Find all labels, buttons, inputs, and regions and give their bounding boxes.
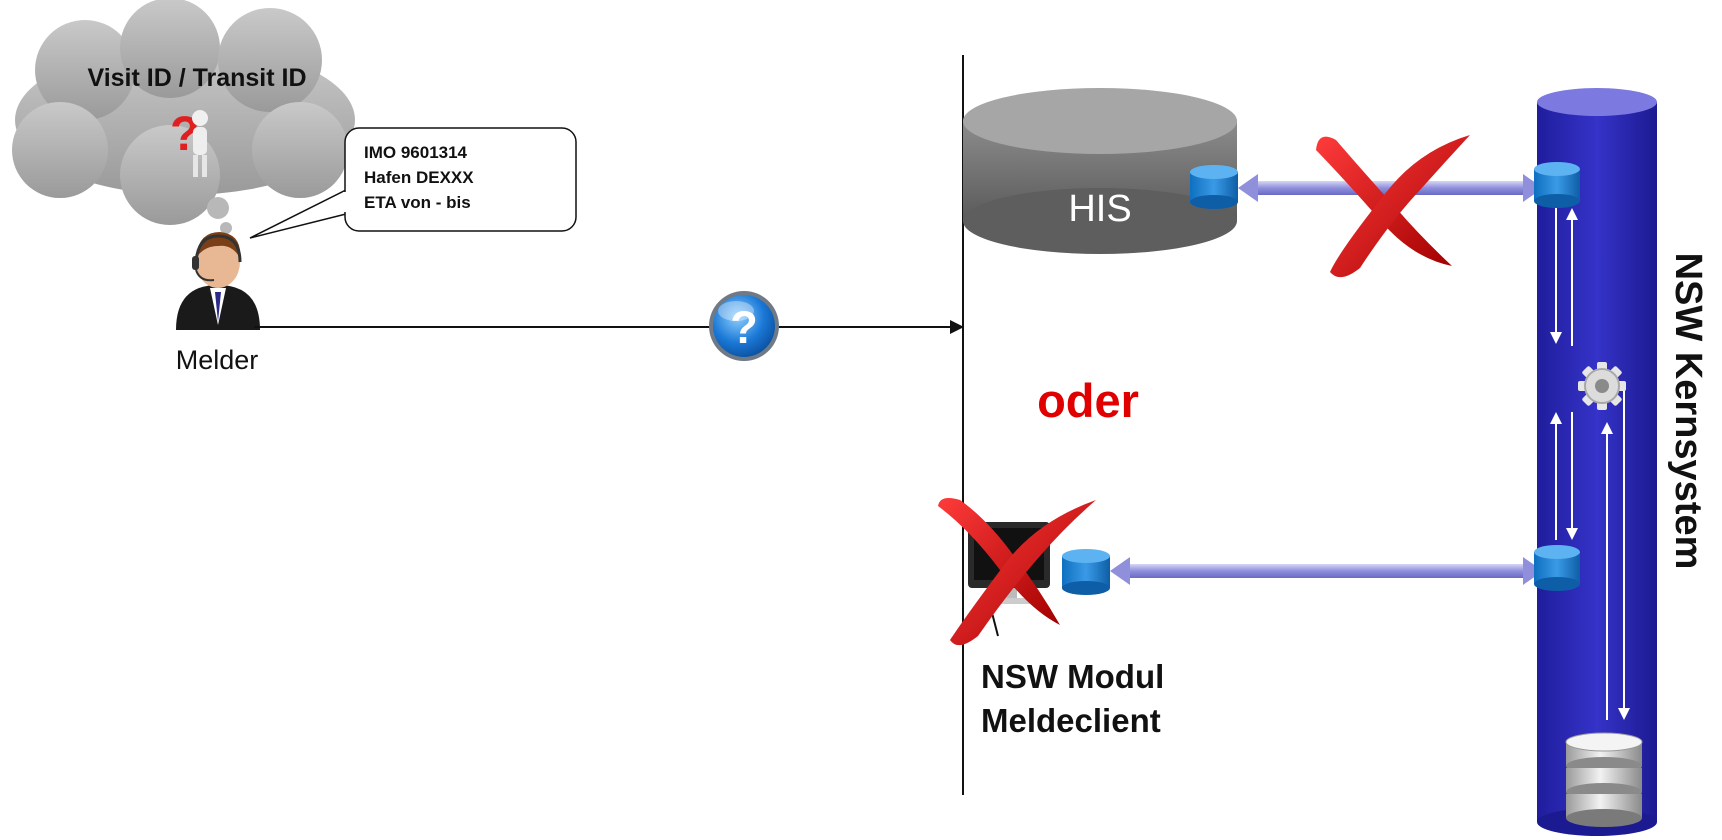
bubble-line-2: Hafen DEXXX: [364, 168, 474, 187]
actor-label: Melder: [176, 345, 259, 375]
database-connector-icon: [1534, 545, 1580, 591]
red-x-icon: [938, 498, 1096, 646]
thought-title: Visit ID / Transit ID: [87, 64, 306, 92]
bubble-line-1: IMO 9601314: [364, 143, 468, 162]
database-connector-icon: [1062, 549, 1110, 595]
internal-flow-arrows: [1550, 208, 1630, 720]
request-arrow: [254, 320, 964, 334]
his-label: HIS: [1068, 188, 1131, 230]
database-stack-icon: [1565, 732, 1643, 827]
module-label-line-1: NSW Modul: [981, 658, 1164, 695]
gear-icon: [1578, 362, 1626, 410]
red-x-icon: [1316, 135, 1470, 278]
database-connector-icon: [1190, 165, 1238, 209]
person-headset-icon: [176, 232, 260, 330]
module-label-line-2: Meldeclient: [981, 702, 1161, 739]
thought-cloud: [12, 0, 355, 234]
speech-bubble: [249, 127, 577, 239]
alternative-label: oder: [1037, 374, 1139, 427]
his-cylinder: [963, 88, 1237, 254]
thinking-figure-icon: ?: [170, 108, 208, 177]
question-glyph: ?: [730, 302, 758, 353]
module-link-pipe: [1110, 557, 1543, 585]
bubble-line-3: ETA von - bis: [364, 193, 471, 212]
question-mark-icon: [709, 291, 779, 361]
core-label: NSW Kernsystem: [1667, 253, 1709, 570]
database-connector-icon: [1534, 162, 1580, 208]
